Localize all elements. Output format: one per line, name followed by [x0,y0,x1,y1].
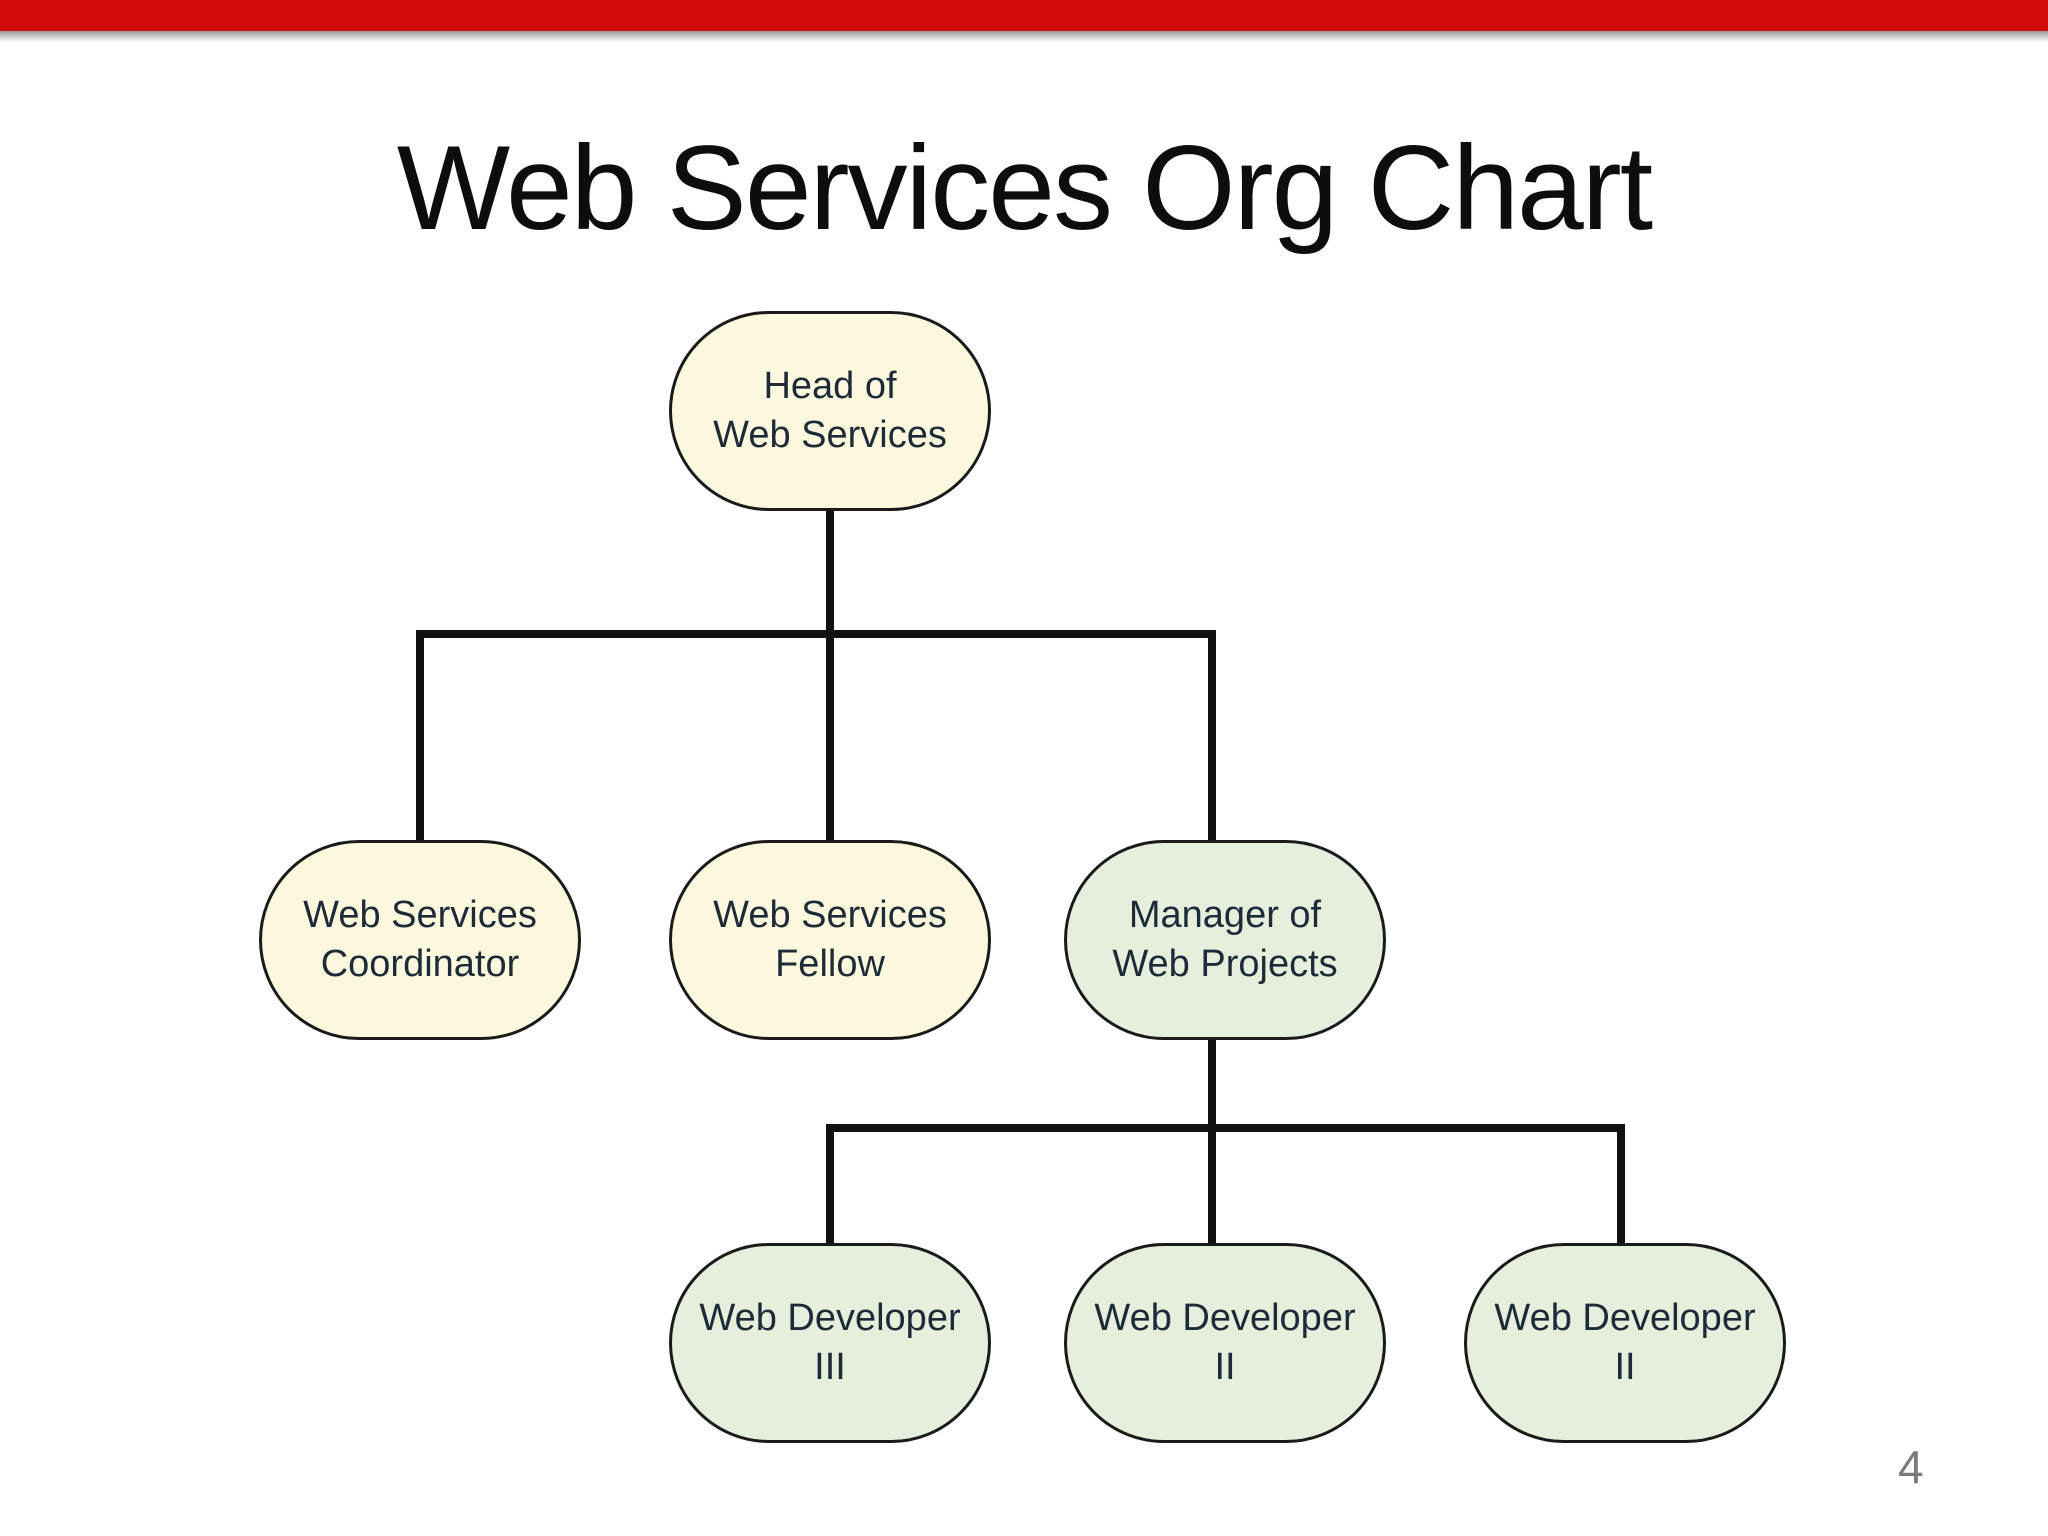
org-node-label-line: Fellow [775,943,885,985]
org-node-web-developer-ii-center: Web Developer II [1064,1243,1386,1443]
slide-title: Web Services Org Chart [396,121,1653,255]
org-node-label-line: Web Services [713,414,947,456]
org-node-label-line: II [1214,1346,1236,1388]
org-node-label-line: Web Projects [1112,943,1338,985]
connector-wd3-drop [826,1124,834,1245]
org-node-label-line: Manager of [1128,893,1322,936]
org-node-label-line: Web Services [303,893,537,936]
accent-bar-shadow [0,31,2048,42]
connector-wd2-right-drop [1617,1124,1625,1245]
connector-wd2-center-drop [1208,1124,1216,1245]
org-node-label-line: Web Developer [1494,1296,1756,1339]
org-node-label-line: Web Developer [699,1296,961,1339]
org-node-label-line: Coordinator [320,943,520,985]
connector-manager-down [1208,1037,1216,1132]
org-node-label-line: Head of [763,364,897,407]
org-node-label-line: Web Developer [1094,1296,1356,1339]
connector-head-down [826,505,834,638]
org-node-web-services-fellow: Web Services Fellow [669,840,991,1040]
connector-coordinator-drop [416,630,424,843]
connector-level2-rail [416,630,1216,638]
page-number: 4 [1898,1441,1924,1493]
connector-level3-rail [826,1124,1625,1132]
org-node-web-developer-ii-right: Web Developer II [1464,1243,1786,1443]
org-node-manager-of-web-projects: Manager of Web Projects [1064,840,1386,1040]
accent-bar [0,0,2048,31]
connector-manager-drop [1208,630,1216,843]
org-node-label-line: II [1614,1346,1636,1388]
org-node-web-developer-iii: Web Developer III [669,1243,991,1443]
org-node-label-line: III [814,1346,846,1388]
org-node-web-services-coordinator: Web Services Coordinator [259,840,581,1040]
org-node-head-of-web-services: Head of Web Services [669,311,991,511]
connector-fellow-drop [826,630,834,843]
org-node-label-line: Web Services [713,893,947,936]
